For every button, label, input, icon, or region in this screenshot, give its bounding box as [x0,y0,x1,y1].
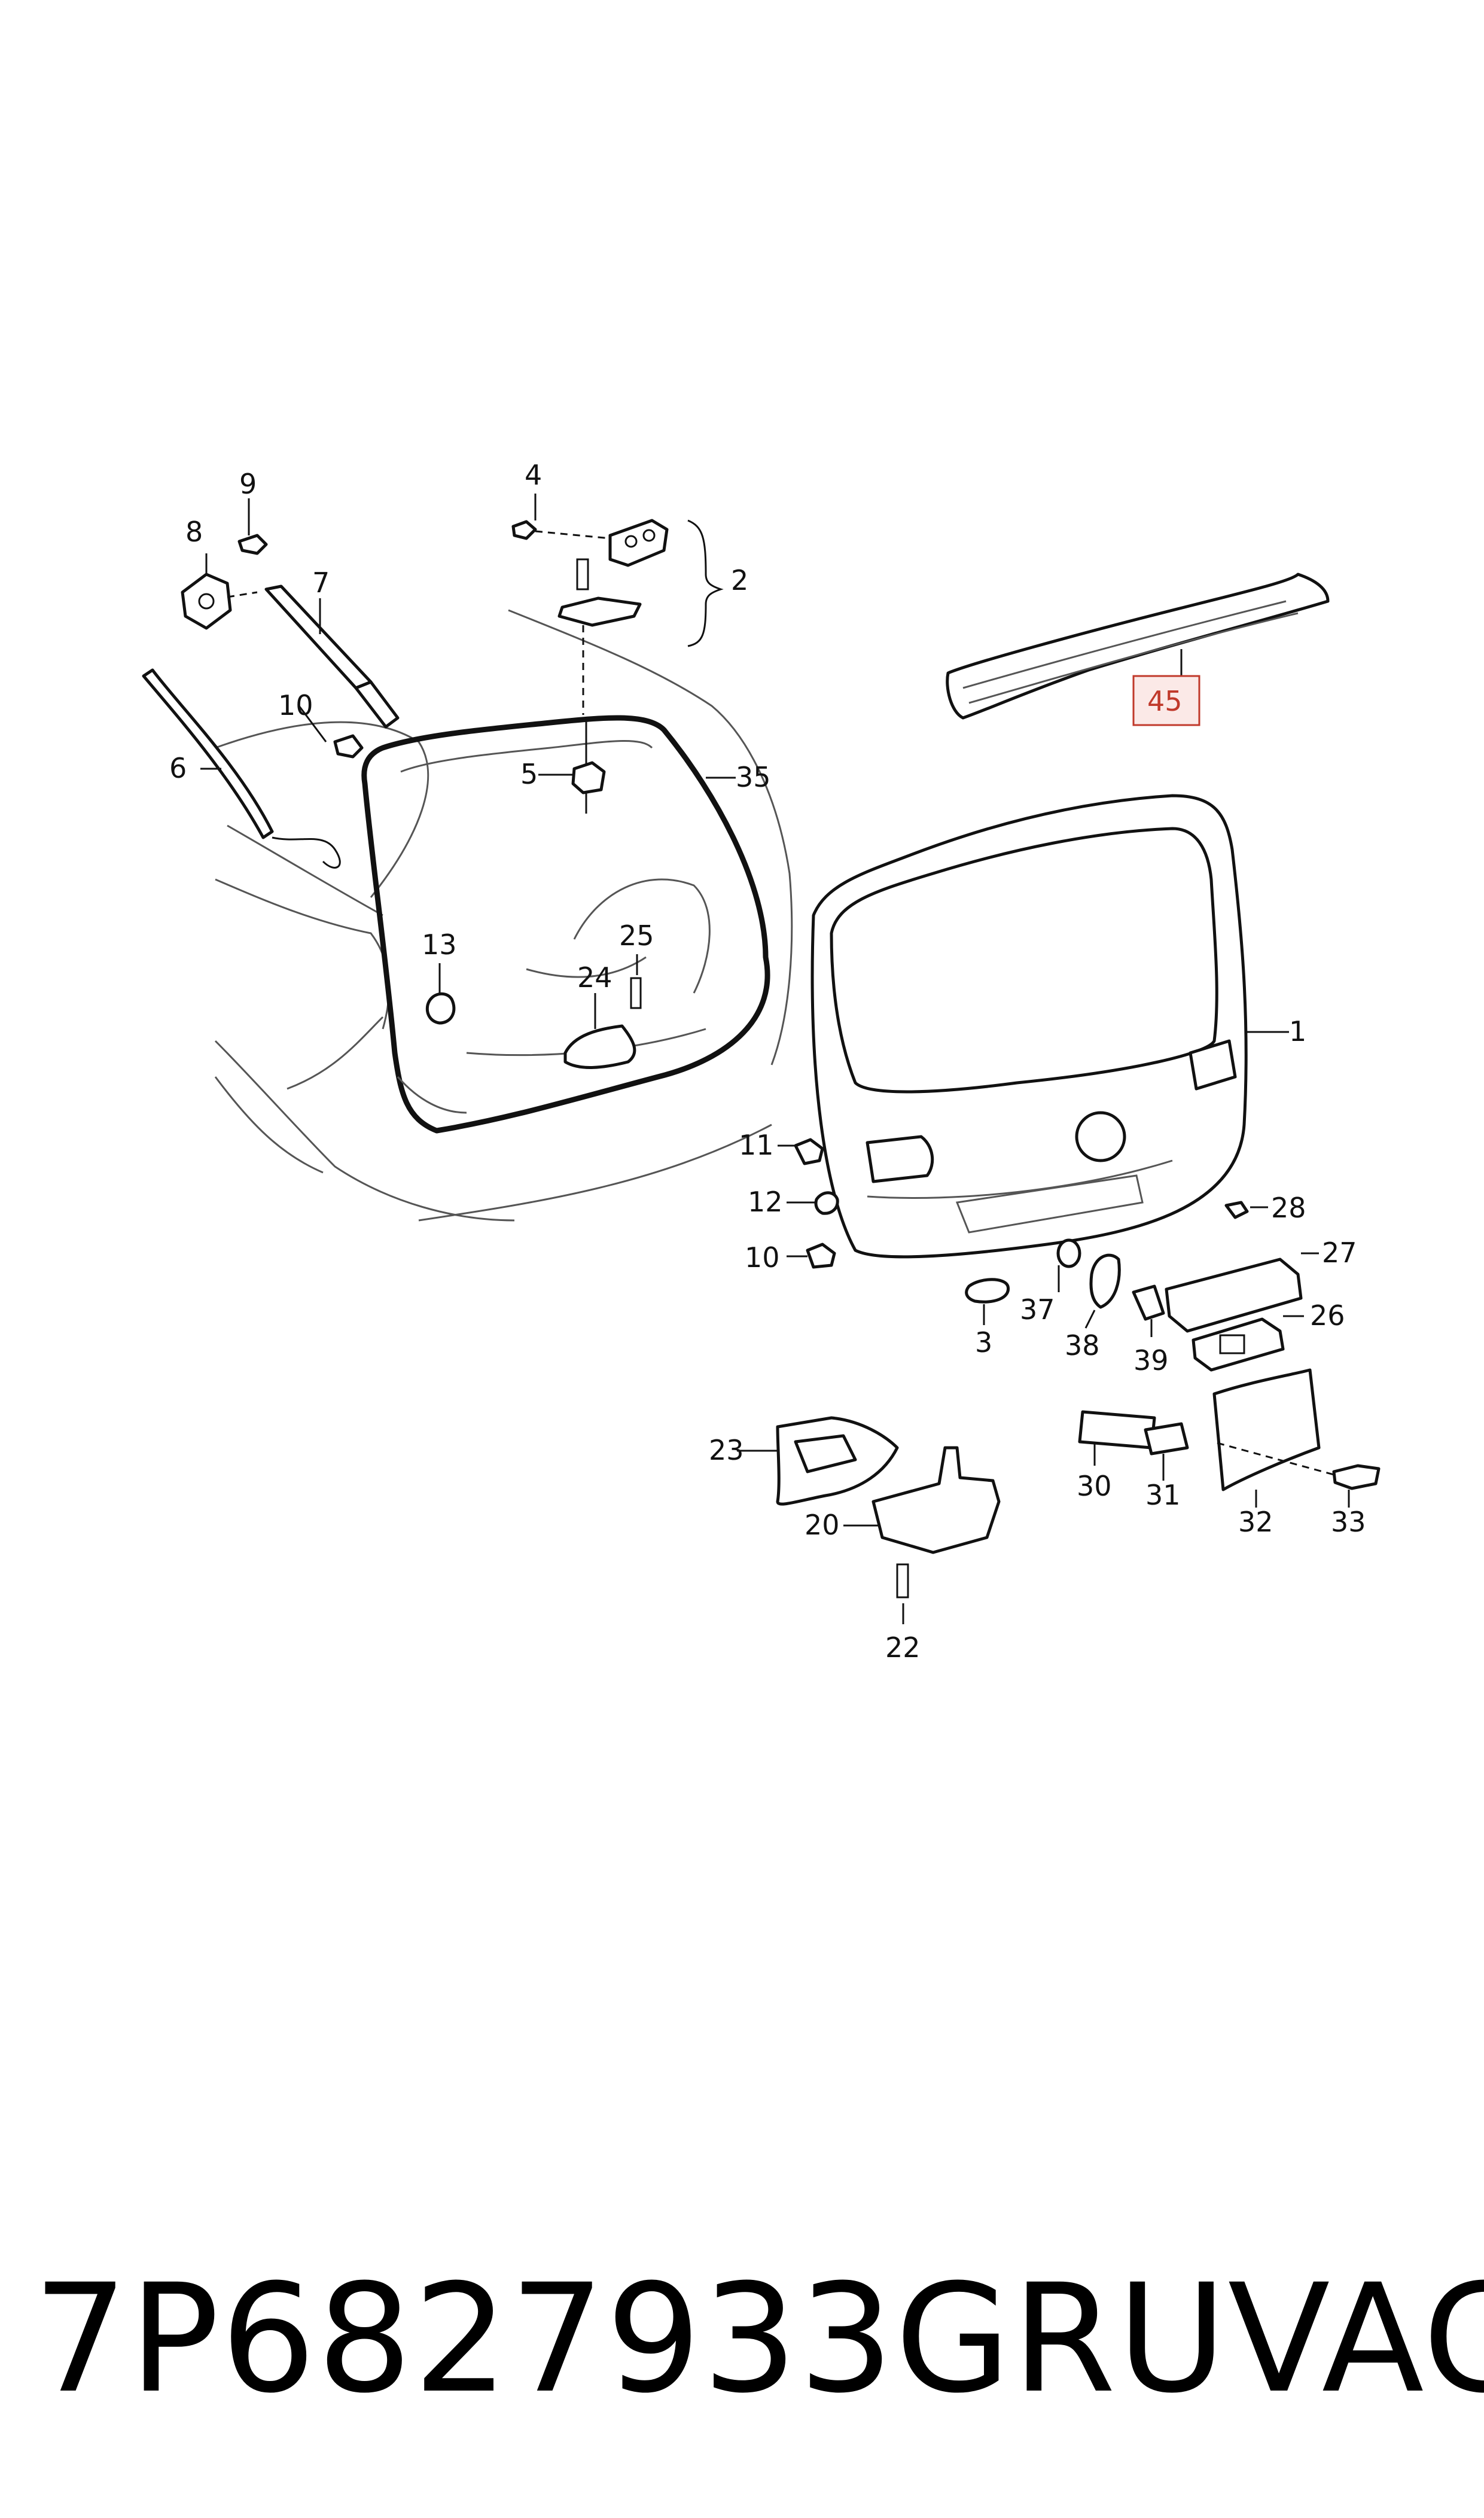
callout-labels: 1 2 3 4 5 6 7 8 9 10 10 11 12 13 20 22 2… [169,459,1366,1664]
bolt-10b [806,1243,836,1269]
callout-1: 1 [1289,1015,1306,1048]
check-cable [142,668,274,839]
bulb-39 [1132,1284,1165,1321]
callout-8: 8 [185,516,203,548]
handle-27 [1165,1258,1303,1333]
callout-28: 28 [1271,1192,1306,1224]
seal-37 [1056,1238,1081,1268]
callout-30: 30 [1077,1470,1112,1502]
cap-12 [814,1191,839,1215]
grommet-3 [965,1278,1010,1304]
callout-45-box [1132,675,1200,726]
callout-26: 26 [1310,1299,1345,1332]
buffer-13 [425,992,456,1025]
callout-39: 39 [1133,1344,1169,1377]
bracket-32 [1212,1368,1321,1491]
holder-38 [1089,1253,1121,1309]
callout-9: 9 [239,468,257,500]
callout-5: 5 [520,758,538,790]
brand-label: VAG [1227,2252,1484,2426]
callout-27: 27 [1322,1237,1357,1269]
callout-31: 31 [1145,1479,1181,1511]
bolt-11 [794,1138,824,1165]
callout-45: 45 [1147,685,1183,717]
callout-13: 13 [422,928,457,961]
callout-3: 3 [975,1326,992,1359]
callout-10-lower: 10 [745,1241,780,1274]
part-number: 7P6827933GRU [33,2252,1228,2426]
callout-38: 38 [1065,1329,1100,1362]
callout-23: 23 [709,1434,744,1466]
bolt-22 [896,1563,909,1599]
nut-5 [571,761,606,794]
callout-25: 25 [619,919,654,952]
callout-2: 2 [731,564,748,596]
callout-22: 22 [885,1631,921,1664]
tailgate [810,794,1248,1259]
bolt-31 [1144,1422,1189,1456]
callout-6: 6 [169,752,187,784]
callout-37: 37 [1020,1293,1055,1326]
callout-33: 33 [1331,1506,1366,1538]
lock-20 [871,1446,1001,1554]
callout-12: 12 [748,1186,783,1218]
clip-28 [1224,1201,1249,1219]
striker-24 [563,1024,636,1069]
leader-lines [200,494,1350,1624]
callout-24: 24 [577,961,613,994]
callout-10-upper: 10 [278,689,313,721]
callout-7: 7 [312,567,330,599]
vehicle-body [214,609,793,1222]
callout-35: 35 [736,761,771,793]
screw-25 [630,977,642,1009]
tailgate-seal [361,715,770,1134]
footer: 7P6827933GRU VAG [33,2249,1484,2429]
bolt-33 [1332,1464,1381,1490]
plate-30 [1078,1410,1156,1450]
hinge-assembly [511,519,669,814]
callout-4: 4 [525,459,542,491]
gas-strut-assembly [181,534,400,759]
callout-11: 11 [739,1129,774,1161]
callout-20: 20 [805,1509,840,1541]
rear-spoiler [946,573,1330,720]
callout-32: 32 [1238,1506,1273,1538]
